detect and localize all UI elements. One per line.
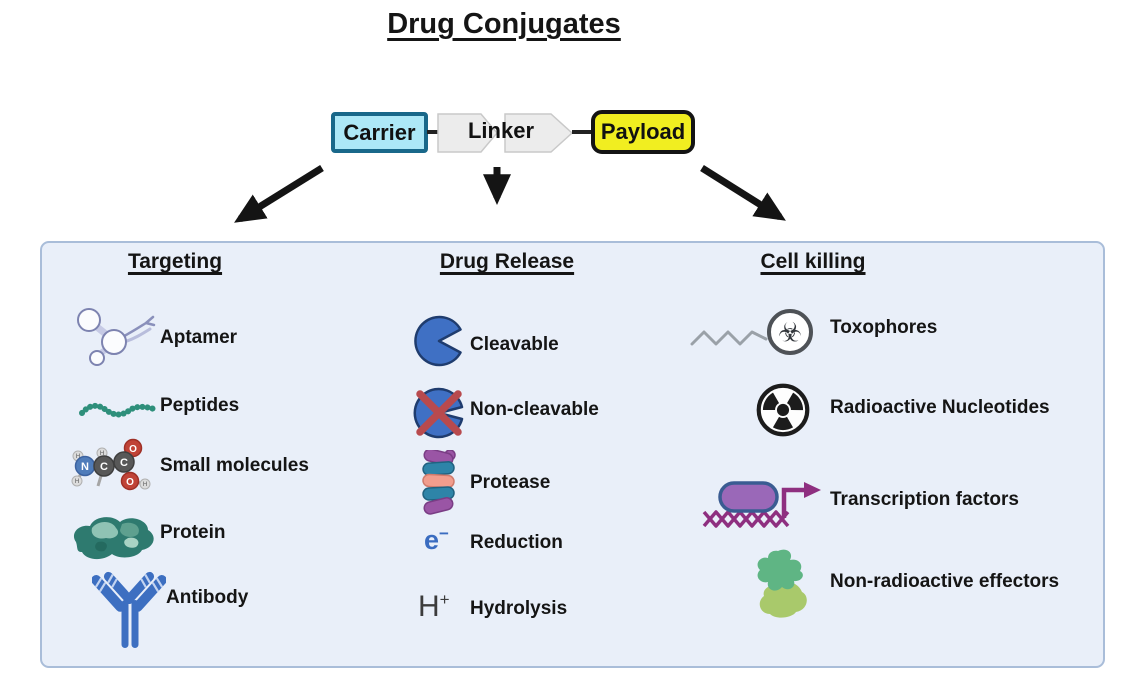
toxophore-biohazard-icon: ☣	[690, 309, 813, 355]
non-cleavable-icon	[413, 387, 464, 439]
atom-h2: H	[75, 479, 79, 485]
label-aptamer: Aptamer	[160, 327, 238, 348]
electron-icon: e−	[424, 524, 449, 556]
peptides-icon	[79, 402, 157, 418]
protease-icon	[422, 450, 456, 515]
linker-payload-connector	[572, 130, 592, 134]
atom-h4: H	[143, 482, 147, 488]
header-cell-killing: Cell killing	[760, 250, 866, 273]
atom-h3: H	[100, 451, 104, 457]
atom-c1: C	[100, 461, 108, 473]
page-title: Drug Conjugates	[387, 8, 621, 40]
proton-icon: H+	[418, 590, 450, 624]
label-non-cleavable: Non-cleavable	[470, 399, 599, 420]
atom-c2: C	[120, 457, 128, 469]
radioactive-icon	[756, 383, 810, 437]
payload-box: Payload	[591, 110, 695, 154]
arrow-to-targeting	[234, 165, 324, 223]
atom-o1: O	[129, 444, 137, 455]
small-molecules-icon: H H H H N C C O O	[71, 438, 151, 491]
transcription-factor-icon	[702, 481, 821, 528]
antibody-icon	[92, 571, 166, 648]
label-radioactive-nucleotides: Radioactive Nucleotides	[830, 397, 1050, 418]
atom-o2: O	[126, 477, 134, 488]
carrier-label: Carrier	[343, 119, 416, 145]
carrier-linker-connector	[427, 130, 440, 134]
label-hydrolysis: Hydrolysis	[470, 598, 568, 619]
biohazard-glyph: ☣	[778, 318, 802, 349]
linker-label: Linker	[467, 118, 535, 143]
aptamer-icon	[77, 308, 156, 366]
proton-symbol-charge: +	[439, 590, 450, 609]
label-protease: Protease	[470, 472, 551, 493]
label-toxophores: Toxophores	[830, 317, 938, 338]
electron-symbol-charge: −	[439, 524, 449, 543]
label-peptides: Peptides	[160, 395, 240, 416]
header-targeting: Targeting	[127, 250, 223, 273]
label-cleavable: Cleavable	[470, 334, 559, 355]
label-protein: Protein	[160, 522, 226, 543]
protein-icon	[73, 517, 154, 560]
label-transcription-factors: Transcription factors	[830, 489, 1019, 510]
label-reduction: Reduction	[470, 532, 563, 553]
linker-arrow-shapes	[437, 113, 574, 153]
carrier-box: Carrier	[331, 112, 428, 153]
header-drug-release: Drug Release	[439, 250, 575, 273]
effector-blob-icon	[757, 549, 807, 618]
atom-h1: H	[76, 454, 80, 460]
categories-panel	[40, 241, 1105, 668]
label-non-radioactive-effectors: Non-radioactive effectors	[830, 571, 1060, 592]
atom-n: N	[81, 461, 89, 473]
electron-symbol-letter: e	[424, 525, 440, 555]
label-small-molecules: Small molecules	[160, 455, 309, 476]
proton-symbol-letter: H	[418, 590, 440, 623]
arrow-to-cell-killing	[700, 165, 786, 221]
cleavable-icon	[414, 315, 462, 367]
payload-label: Payload	[600, 119, 686, 144]
label-antibody: Antibody	[166, 587, 249, 608]
